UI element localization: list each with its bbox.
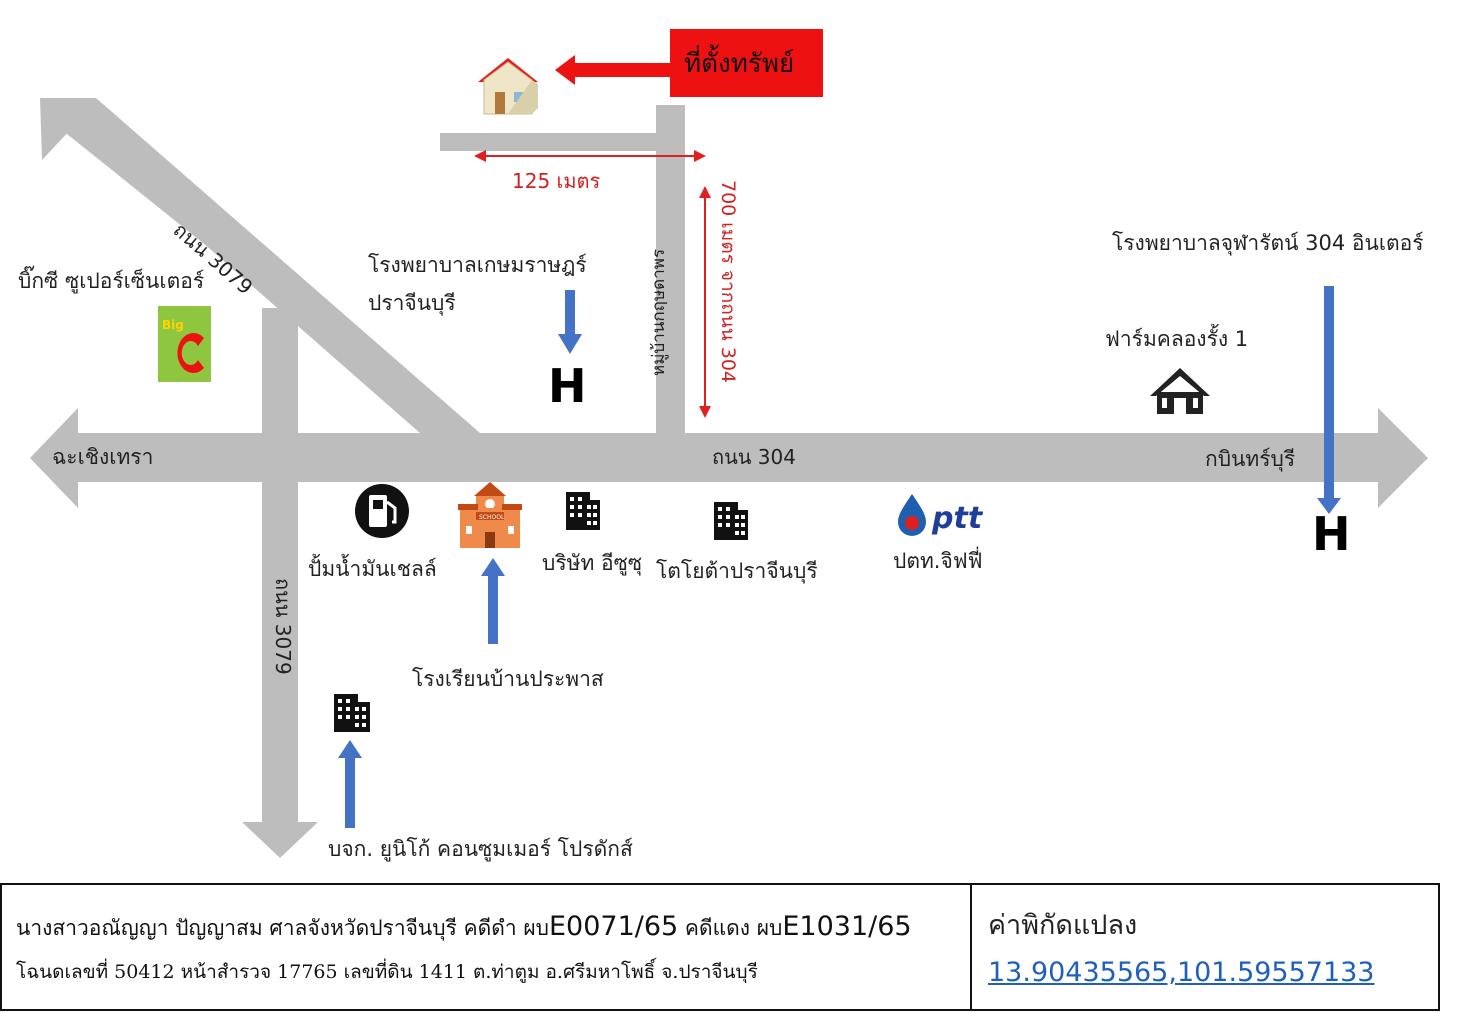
svg-text:Big: Big (162, 318, 184, 332)
distance-vertical-label: 700 เมตร จากถนน 304 (717, 180, 739, 383)
case-owner-court: นางสาวอณัญญา ปัญญาสม ศาลจังหวัดปราจีนบุร… (16, 916, 549, 940)
ptt-label: ปตท.จิฟฟี่ (893, 546, 983, 573)
ptt-logo-icon: ptt (898, 494, 984, 536)
case-info-panel: นางสาวอณัญญา ปัญญาสม ศาลจังหวัดปราจีนบุร… (2, 885, 972, 1009)
road-network (30, 98, 1428, 858)
toyota-label: โตโยต้าปราจีนบุรี (656, 559, 818, 584)
shell-landmark: ปั้มน้ำมันเชลล์ (308, 484, 437, 581)
blue-arrow-icon (558, 290, 582, 354)
village-road (656, 105, 685, 435)
direction-west-label: ฉะเชิงเทรา (52, 445, 153, 469)
property-label: ที่ตั้งทรัพย์ (684, 44, 794, 79)
ptt-landmark: ptt ปตท.จิฟฟี่ (893, 494, 984, 573)
property-label-box (670, 29, 823, 97)
hospital1-label-line2: ปราจีนบุรี (368, 291, 456, 316)
hospital1-landmark: โรงพยาบาลเกษมราษฎร์ ปราจีนบุรี H (368, 253, 587, 413)
deed-info: โฉนดเลขที่ 50412 หน้าสำรวจ 17765 เลขที่ด… (16, 961, 758, 983)
black-case-number: E0071/65 (549, 911, 679, 942)
isuzu-landmark: บริษัท อีซูซุ (542, 492, 642, 576)
hospital-h-icon: H (548, 359, 587, 413)
fuel-pump-icon (355, 484, 409, 538)
toyota-landmark: โตโยต้าปราจีนบุรี (656, 502, 818, 584)
office-building-icon (566, 492, 600, 530)
farm-landmark: ฟาร์มคลองรั้ง 1 (1105, 324, 1248, 414)
distance-vertical: 700 เมตร จากถนน 304 (699, 180, 739, 418)
shell-label: ปั้มน้ำมันเชลล์ (308, 554, 437, 581)
red-case-number: E1031/65 (782, 911, 912, 942)
unico-landmark: บจก. ยูนิโก้ คอนซูมเมอร์ โปรดักส์ (328, 694, 633, 862)
coordinate-link[interactable]: 13.90435565,101.59557133 (988, 957, 1375, 988)
house-icon (478, 58, 538, 115)
hospital-h-icon: H (1312, 507, 1351, 561)
road-304 (30, 408, 1428, 508)
coordinate-title: ค่าพิกัดแปลง (988, 910, 1138, 941)
farm-label: ฟาร์มคลองรั้ง 1 (1105, 324, 1248, 351)
road-3079-south (242, 308, 318, 858)
farm-house-icon (1150, 368, 1210, 414)
hospital2-landmark: โรงพยาบาลจุฬารัตน์ 304 อินเตอร์ H (1112, 231, 1424, 561)
blue-arrow-icon (481, 558, 505, 644)
school-label: โรงเรียนบ้านประพาส (412, 667, 604, 691)
svg-text:ptt: ptt (931, 501, 984, 536)
distance-horizontal-label: 125 เมตร (512, 169, 601, 193)
info-box: นางสาวอณัญญา ปัญญาสม ศาลจังหวัดปราจีนบุร… (0, 883, 1440, 1011)
bigc-landmark: บิ๊กซี ซูเปอร์เซ็นเตอร์ Big (18, 265, 211, 382)
svg-text:SCHOOL: SCHOOL (479, 514, 505, 521)
blue-arrow-icon (1317, 286, 1341, 514)
red-case-prefix: คดีแดง ผบ (678, 916, 783, 940)
case-info-line1: นางสาวอณัญญา ปัญญาสม ศาลจังหวัดปราจีนบุร… (16, 911, 912, 945)
isuzu-label: บริษัท อีซูซุ (542, 551, 642, 576)
distance-horizontal: 125 เมตร (474, 150, 706, 193)
office-building-icon (334, 694, 370, 732)
unico-label: บจก. ยูนิโก้ คอนซูมเมอร์ โปรดักส์ (328, 837, 633, 862)
property-arrow-icon (555, 55, 672, 85)
hospital1-label-line1: โรงพยาบาลเกษมราษฎร์ (368, 253, 587, 277)
school-building-icon: SCHOOL (458, 482, 522, 548)
office-building-icon (714, 502, 748, 540)
direction-east-label: กบินทร์บุรี (1205, 447, 1295, 472)
blue-arrow-icon (338, 740, 362, 828)
hospital2-label: โรงพยาบาลจุฬารัตน์ 304 อินเตอร์ (1112, 231, 1424, 256)
village-road-label: หมู่บ้านกฤษดาพร (649, 249, 669, 376)
property-marker: ที่ตั้งทรัพย์ (478, 29, 823, 115)
bigc-label: บิ๊กซี ซูเปอร์เซ็นเตอร์ (18, 265, 204, 294)
road-3079-south-label: ถนน 3079 (271, 578, 295, 675)
school-landmark: SCHOOL โรงเรียนบ้านประพาส (412, 482, 604, 691)
village-road-branch (440, 133, 656, 151)
location-map: ถนน 3079 ถนน 3079 ถนน 304 หมู่บ้านกฤษดาพ… (18, 29, 1428, 862)
road-304-label: ถนน 304 (712, 445, 796, 469)
bigc-logo-icon: Big (158, 306, 211, 382)
